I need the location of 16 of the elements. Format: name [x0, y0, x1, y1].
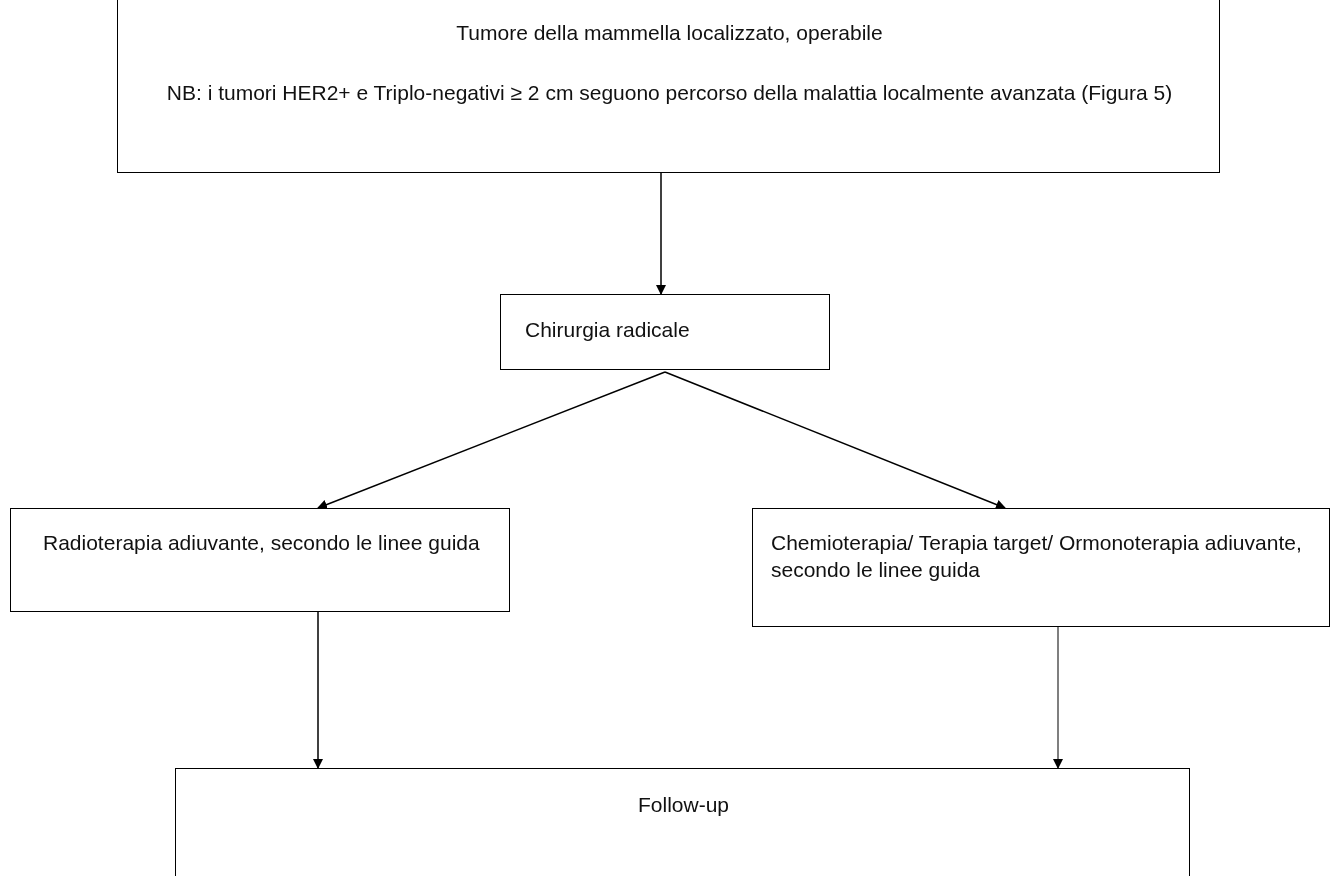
box-title: Tumore della mammella localizzato, operabile	[455, 20, 884, 46]
box-note: NB: i tumori HER2+ e Triplo-negativi ≥ 2 cm seguono percorso della malattia localmente avanzata (Figura 5)	[165, 80, 1174, 106]
box-title: Follow-up	[636, 792, 730, 818]
process-box	[117, 0, 1220, 173]
box-title: Radioterapia adiuvante, secondo le linee guida	[43, 530, 481, 556]
box-title: Chemioterapia/ Terapia target/ Ormonoterapia adiuvante, secondo le linee guida	[771, 530, 1303, 583]
arrow	[656, 172, 666, 295]
arrow	[313, 611, 323, 769]
process-box	[752, 508, 1330, 627]
arrow	[664, 371, 1006, 510]
arrow	[317, 371, 666, 510]
process-box	[10, 508, 510, 612]
box-title: Chirurgia radicale	[525, 317, 691, 343]
process-box	[500, 294, 830, 370]
process-box	[175, 768, 1190, 876]
arrow	[1053, 626, 1063, 769]
